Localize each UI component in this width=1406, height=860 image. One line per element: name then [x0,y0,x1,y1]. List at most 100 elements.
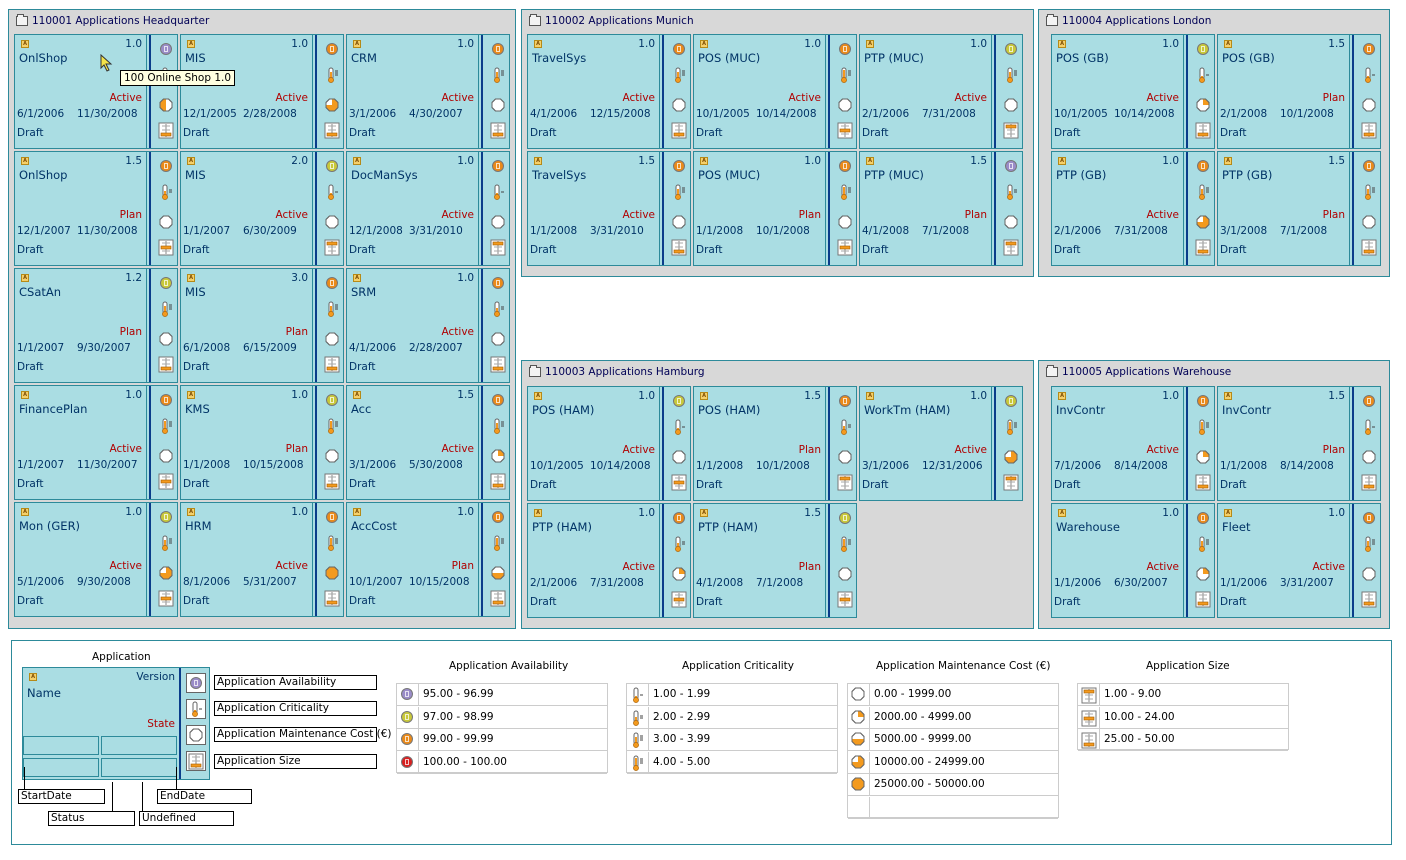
size-icon [1003,239,1019,256]
availability-icon [1362,159,1376,173]
app-status: Draft [183,244,210,256]
app-end-date: 7/31/2008 [590,577,644,589]
criticality-icon [159,184,173,200]
app-version: 1.0 [638,507,655,519]
app-end-date: 11/30/2008 [77,225,138,237]
app-end-date: 5/30/2008 [409,459,463,471]
app-tag-icon: A [1224,157,1232,165]
availability-icon [491,276,505,290]
app-state: Active [275,209,308,221]
app-start-date: 4/1/2008 [696,577,744,589]
legend-slot-start [23,736,99,755]
app-status: Draft [1220,127,1247,139]
app-status: Draft [183,127,210,139]
legend-row: 25000.00 - 50000.00 [848,774,1058,796]
app-end-date: 10/14/2008 [756,108,817,120]
app-start-date: 12/1/2007 [17,225,71,237]
app-status: Draft [183,478,210,490]
app-name: POS (GB) [1222,51,1275,65]
app-start-date: 2/1/2006 [862,108,910,120]
app-end-date: 10/15/2008 [409,576,470,588]
app-tag-icon: A [187,274,195,282]
legend-row-label: 99.00 - 99.99 [423,733,494,745]
app-version: 1.0 [291,506,308,518]
maintenance-cost-icon [491,332,505,346]
legend-row-label: 1.00 - 9.00 [1104,688,1162,700]
app-name: HRM [185,519,212,533]
legend-row: 95.00 - 96.99 [397,684,607,706]
app-name: PTP (MUC) [864,168,924,182]
app-state: Active [275,560,308,572]
size-icon [1003,474,1019,491]
criticality-icon [1196,419,1210,435]
size-icon [324,122,340,139]
criticality-icon [159,535,173,551]
maintenance-cost-icon [1362,567,1376,581]
legend-row: 2000.00 - 4999.00 [848,706,1058,729]
size-icon [1195,239,1211,256]
app-start-date: 6/1/2008 [183,342,231,354]
app-tag-icon: A [353,508,361,516]
app-status: Draft [349,478,376,490]
app-start-date: 7/1/2006 [1054,460,1102,472]
availability-icon [1004,42,1018,56]
legend-row: 10000.00 - 24999.00 [848,751,1058,774]
legend-row: 5000.00 - 9999.00 [848,729,1058,751]
maintenance-cost-icon [325,449,339,463]
app-end-date: 10/1/2008 [1280,108,1334,120]
app-tag-icon: A [1224,40,1232,48]
app-end-date: 2/28/2008 [243,108,297,120]
criticality-icon [159,301,173,317]
maintenance-cost-icon [1196,450,1210,464]
app-tag-icon: A [534,40,542,48]
app-start-date: 3/1/2006 [862,460,910,472]
size-icon [1361,239,1377,256]
criticality-icon [159,418,173,434]
app-state: Plan [798,209,821,221]
app-tag-icon: A [187,157,195,165]
availability-icon [1196,511,1210,525]
app-version: 1.0 [638,390,655,402]
criticality-icon [838,67,852,83]
size-icon [158,122,174,139]
availability-icon [672,42,686,56]
criticality-icon [186,699,206,719]
availability-icon [1362,394,1376,408]
app-name: MIS [185,285,206,299]
app-status: Draft [696,244,723,256]
